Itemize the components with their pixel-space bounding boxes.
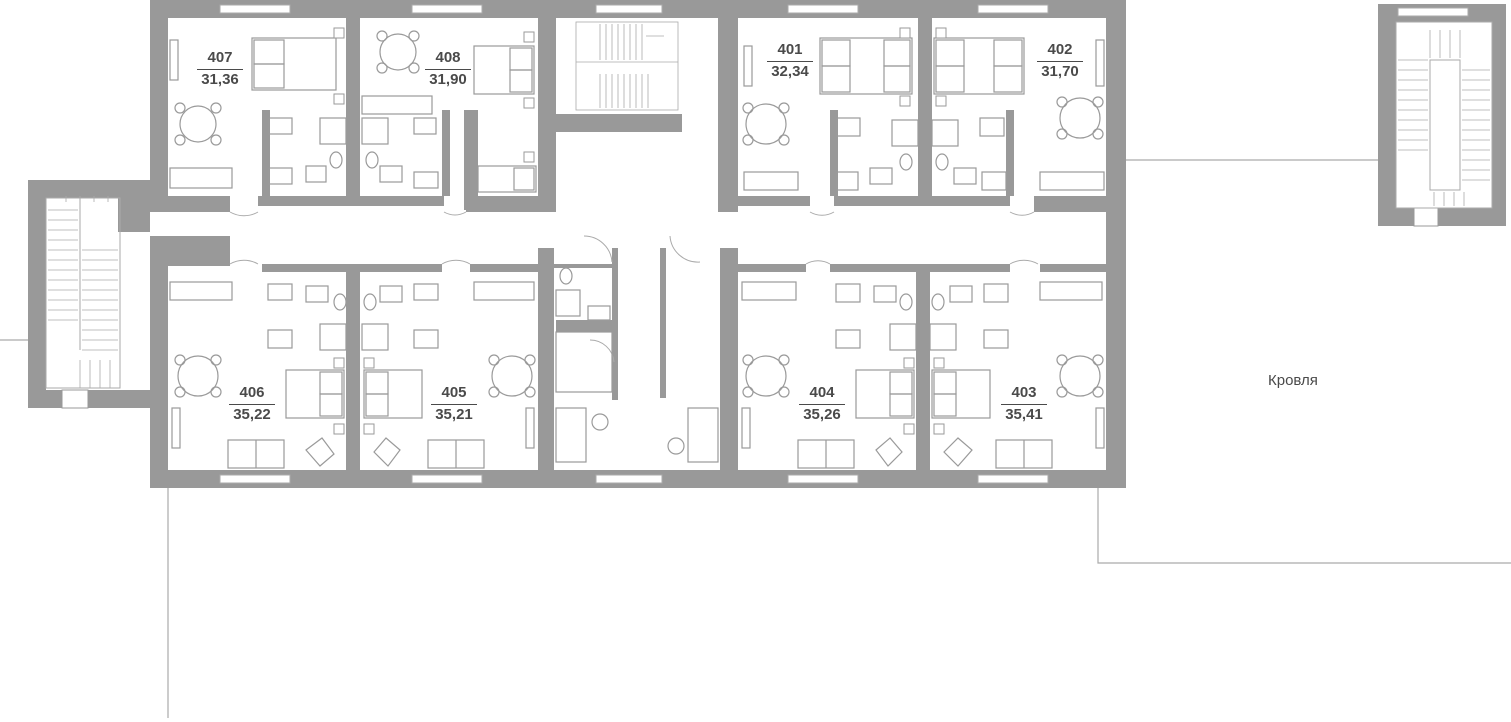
unit-area: 35,21	[435, 406, 473, 423]
bedside-markers	[333, 27, 947, 435]
unit-402[interactable]: 402 31,70	[1020, 41, 1100, 82]
right-stair-tower	[1378, 4, 1506, 227]
left-stair-tower	[28, 180, 150, 409]
windows	[219, 4, 1469, 484]
unit-area: 35,41	[1005, 406, 1043, 423]
unit-408[interactable]: 408 31,90	[408, 49, 488, 90]
building-walls	[150, 0, 1126, 488]
unit-number: 407	[197, 49, 243, 70]
unit-area: 31,70	[1041, 63, 1079, 80]
door-swings	[229, 211, 1039, 363]
unit-area: 35,26	[803, 406, 841, 423]
unit-area: 32,34	[771, 63, 809, 80]
central-stairwell	[575, 21, 679, 111]
roof-label: Кровля	[1268, 372, 1318, 389]
unit-404[interactable]: 404 35,26	[782, 384, 862, 425]
unit-area: 31,36	[201, 71, 239, 88]
unit-406[interactable]: 406 35,22	[212, 384, 292, 425]
unit-number: 404	[799, 384, 845, 405]
roof-outline	[0, 159, 1511, 718]
furniture	[169, 30, 1105, 469]
unit-area: 31,90	[429, 71, 467, 88]
unit-number: 402	[1037, 41, 1083, 62]
unit-number: 401	[767, 41, 813, 62]
unit-number: 403	[1001, 384, 1047, 405]
unit-number: 408	[425, 49, 471, 70]
unit-401[interactable]: 401 32,34	[750, 41, 830, 82]
unit-407[interactable]: 407 31,36	[180, 49, 260, 90]
unit-405[interactable]: 405 35,21	[414, 384, 494, 425]
unit-403[interactable]: 403 35,41	[984, 384, 1064, 425]
unit-area: 35,22	[233, 406, 271, 423]
unit-number: 405	[431, 384, 477, 405]
stair-steps	[48, 196, 118, 388]
stair-steps	[1398, 30, 1490, 206]
unit-number: 406	[229, 384, 275, 405]
